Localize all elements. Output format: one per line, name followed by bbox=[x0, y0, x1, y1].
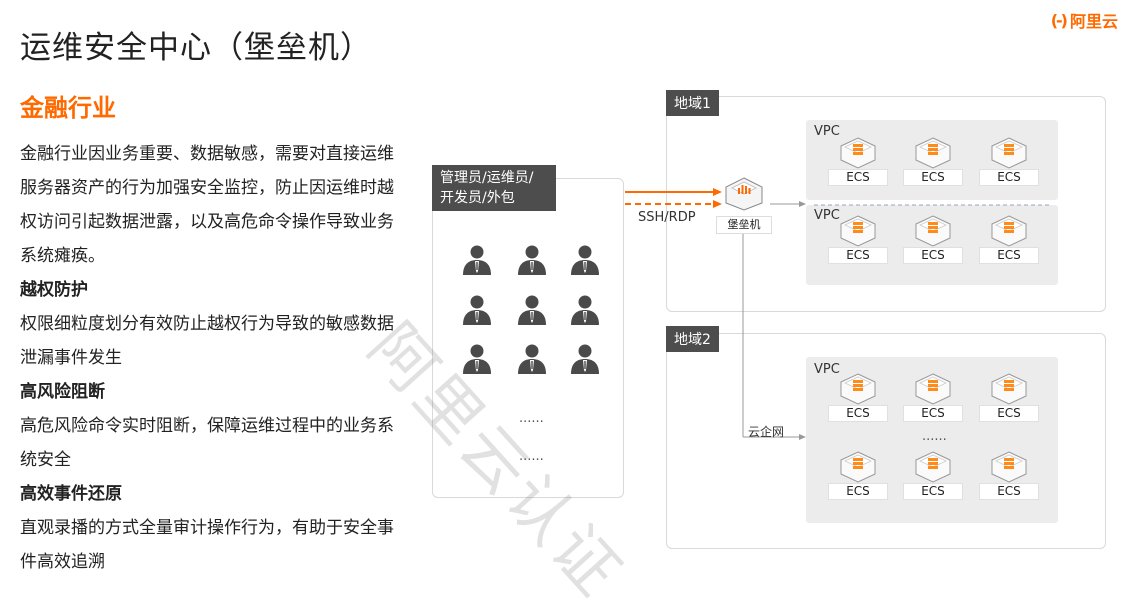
ecs-label: ECS bbox=[828, 483, 888, 500]
ecs-server-icon bbox=[903, 215, 963, 247]
vpc-label: VPC bbox=[814, 362, 840, 377]
feature-heading-3: 高效事件还原 bbox=[20, 484, 122, 504]
ecs-label: ECS bbox=[979, 247, 1039, 264]
ecs-node: ECS bbox=[979, 373, 1039, 422]
section-heading: 金融行业 bbox=[20, 94, 116, 122]
ecs-label: ECS bbox=[903, 405, 963, 422]
ecs-label: ECS bbox=[828, 169, 888, 186]
ecs-node: ECS bbox=[903, 373, 963, 422]
cen-label: 云企网 bbox=[748, 425, 785, 439]
ecs-label: ECS bbox=[903, 483, 963, 500]
vpc-label: VPC bbox=[814, 124, 840, 139]
ecs-server-icon bbox=[903, 373, 963, 405]
ecs-label: ECS bbox=[828, 405, 888, 422]
ecs-node: ECS bbox=[828, 451, 888, 500]
aliyun-logo: (-) 阿里云 bbox=[1051, 8, 1118, 32]
logo-text: 阿里云 bbox=[1069, 12, 1118, 31]
ecs-more-dots: ...... bbox=[922, 429, 947, 444]
ecs-server-icon bbox=[979, 137, 1039, 169]
ecs-server-icon bbox=[903, 451, 963, 483]
ecs-server-icon bbox=[828, 373, 888, 405]
arrowhead bbox=[713, 188, 722, 196]
region-2-label: 地域2 bbox=[666, 326, 719, 352]
ecs-server-icon bbox=[828, 451, 888, 483]
ecs-server-icon bbox=[828, 137, 888, 169]
bastion-node: 堡垒机 bbox=[716, 176, 772, 234]
connector-lines bbox=[625, 188, 1050, 440]
user-icon bbox=[515, 294, 549, 325]
feature-text-1: 权限细粒度划分有效防止越权行为导致的敏感数据泄漏事件发生 bbox=[20, 314, 394, 368]
arrowhead bbox=[713, 200, 722, 208]
ecs-label: ECS bbox=[828, 247, 888, 264]
arrowhead bbox=[799, 201, 806, 207]
ecs-server-icon bbox=[979, 215, 1039, 247]
user-icon bbox=[568, 294, 602, 325]
user-icon bbox=[460, 244, 494, 275]
ecs-node: ECS bbox=[979, 215, 1039, 264]
users-more-dots-2: ...... bbox=[519, 449, 544, 464]
region-1-label: 地域1 bbox=[666, 90, 719, 116]
ecs-node: ECS bbox=[828, 373, 888, 422]
ecs-server-icon bbox=[903, 137, 963, 169]
user-icon bbox=[460, 294, 494, 325]
ecs-node: ECS bbox=[903, 451, 963, 500]
protocol-label: SSH/RDP bbox=[638, 210, 696, 225]
ecs-label: ECS bbox=[903, 169, 963, 186]
intro-paragraph: 金融行业因业务重要、数据敏感，需要对直接运维服务器资产的行为加强安全监控，防止因… bbox=[20, 144, 394, 266]
user-icon bbox=[515, 343, 549, 374]
ecs-node: ECS bbox=[979, 137, 1039, 186]
vpc-label: VPC bbox=[814, 208, 840, 223]
users-box bbox=[432, 178, 624, 498]
users-label: 管理员/运维员/ 开发员/外包 bbox=[432, 165, 556, 211]
ecs-node: ECS bbox=[903, 137, 963, 186]
ecs-node: ECS bbox=[903, 215, 963, 264]
ecs-server-icon bbox=[979, 451, 1039, 483]
user-icon bbox=[568, 343, 602, 374]
users-more-dots: ...... bbox=[519, 411, 544, 426]
arrowhead bbox=[799, 434, 806, 440]
page-title: 运维安全中心（堡垒机） bbox=[20, 30, 372, 66]
ecs-node: ECS bbox=[828, 137, 888, 186]
feature-heading-2: 高风险阻断 bbox=[20, 382, 105, 402]
text-column: 金融行业因业务重要、数据敏感，需要对直接运维服务器资产的行为加强安全监控，防止因… bbox=[20, 137, 395, 579]
ecs-label: ECS bbox=[903, 247, 963, 264]
user-icon bbox=[568, 244, 602, 275]
ecs-server-icon bbox=[979, 373, 1039, 405]
user-icon bbox=[460, 343, 494, 374]
user-icon bbox=[515, 244, 549, 275]
ecs-label: ECS bbox=[979, 169, 1039, 186]
bastion-icon bbox=[725, 177, 763, 211]
ecs-label: ECS bbox=[979, 483, 1039, 500]
feature-heading-1: 越权防护 bbox=[20, 280, 88, 300]
ecs-node: ECS bbox=[979, 451, 1039, 500]
ecs-label: ECS bbox=[979, 405, 1039, 422]
feature-text-3: 直观录播的方式全量审计操作行为，有助于安全事件高效追溯 bbox=[20, 518, 394, 572]
logo-mark-icon: (-) bbox=[1050, 10, 1068, 30]
ecs-node: ECS bbox=[828, 215, 888, 264]
bastion-label: 堡垒机 bbox=[716, 216, 772, 234]
ecs-server-icon bbox=[828, 215, 888, 247]
feature-text-2: 高危风险命令实时阻断，保障运维过程中的业务系统安全 bbox=[20, 416, 394, 470]
